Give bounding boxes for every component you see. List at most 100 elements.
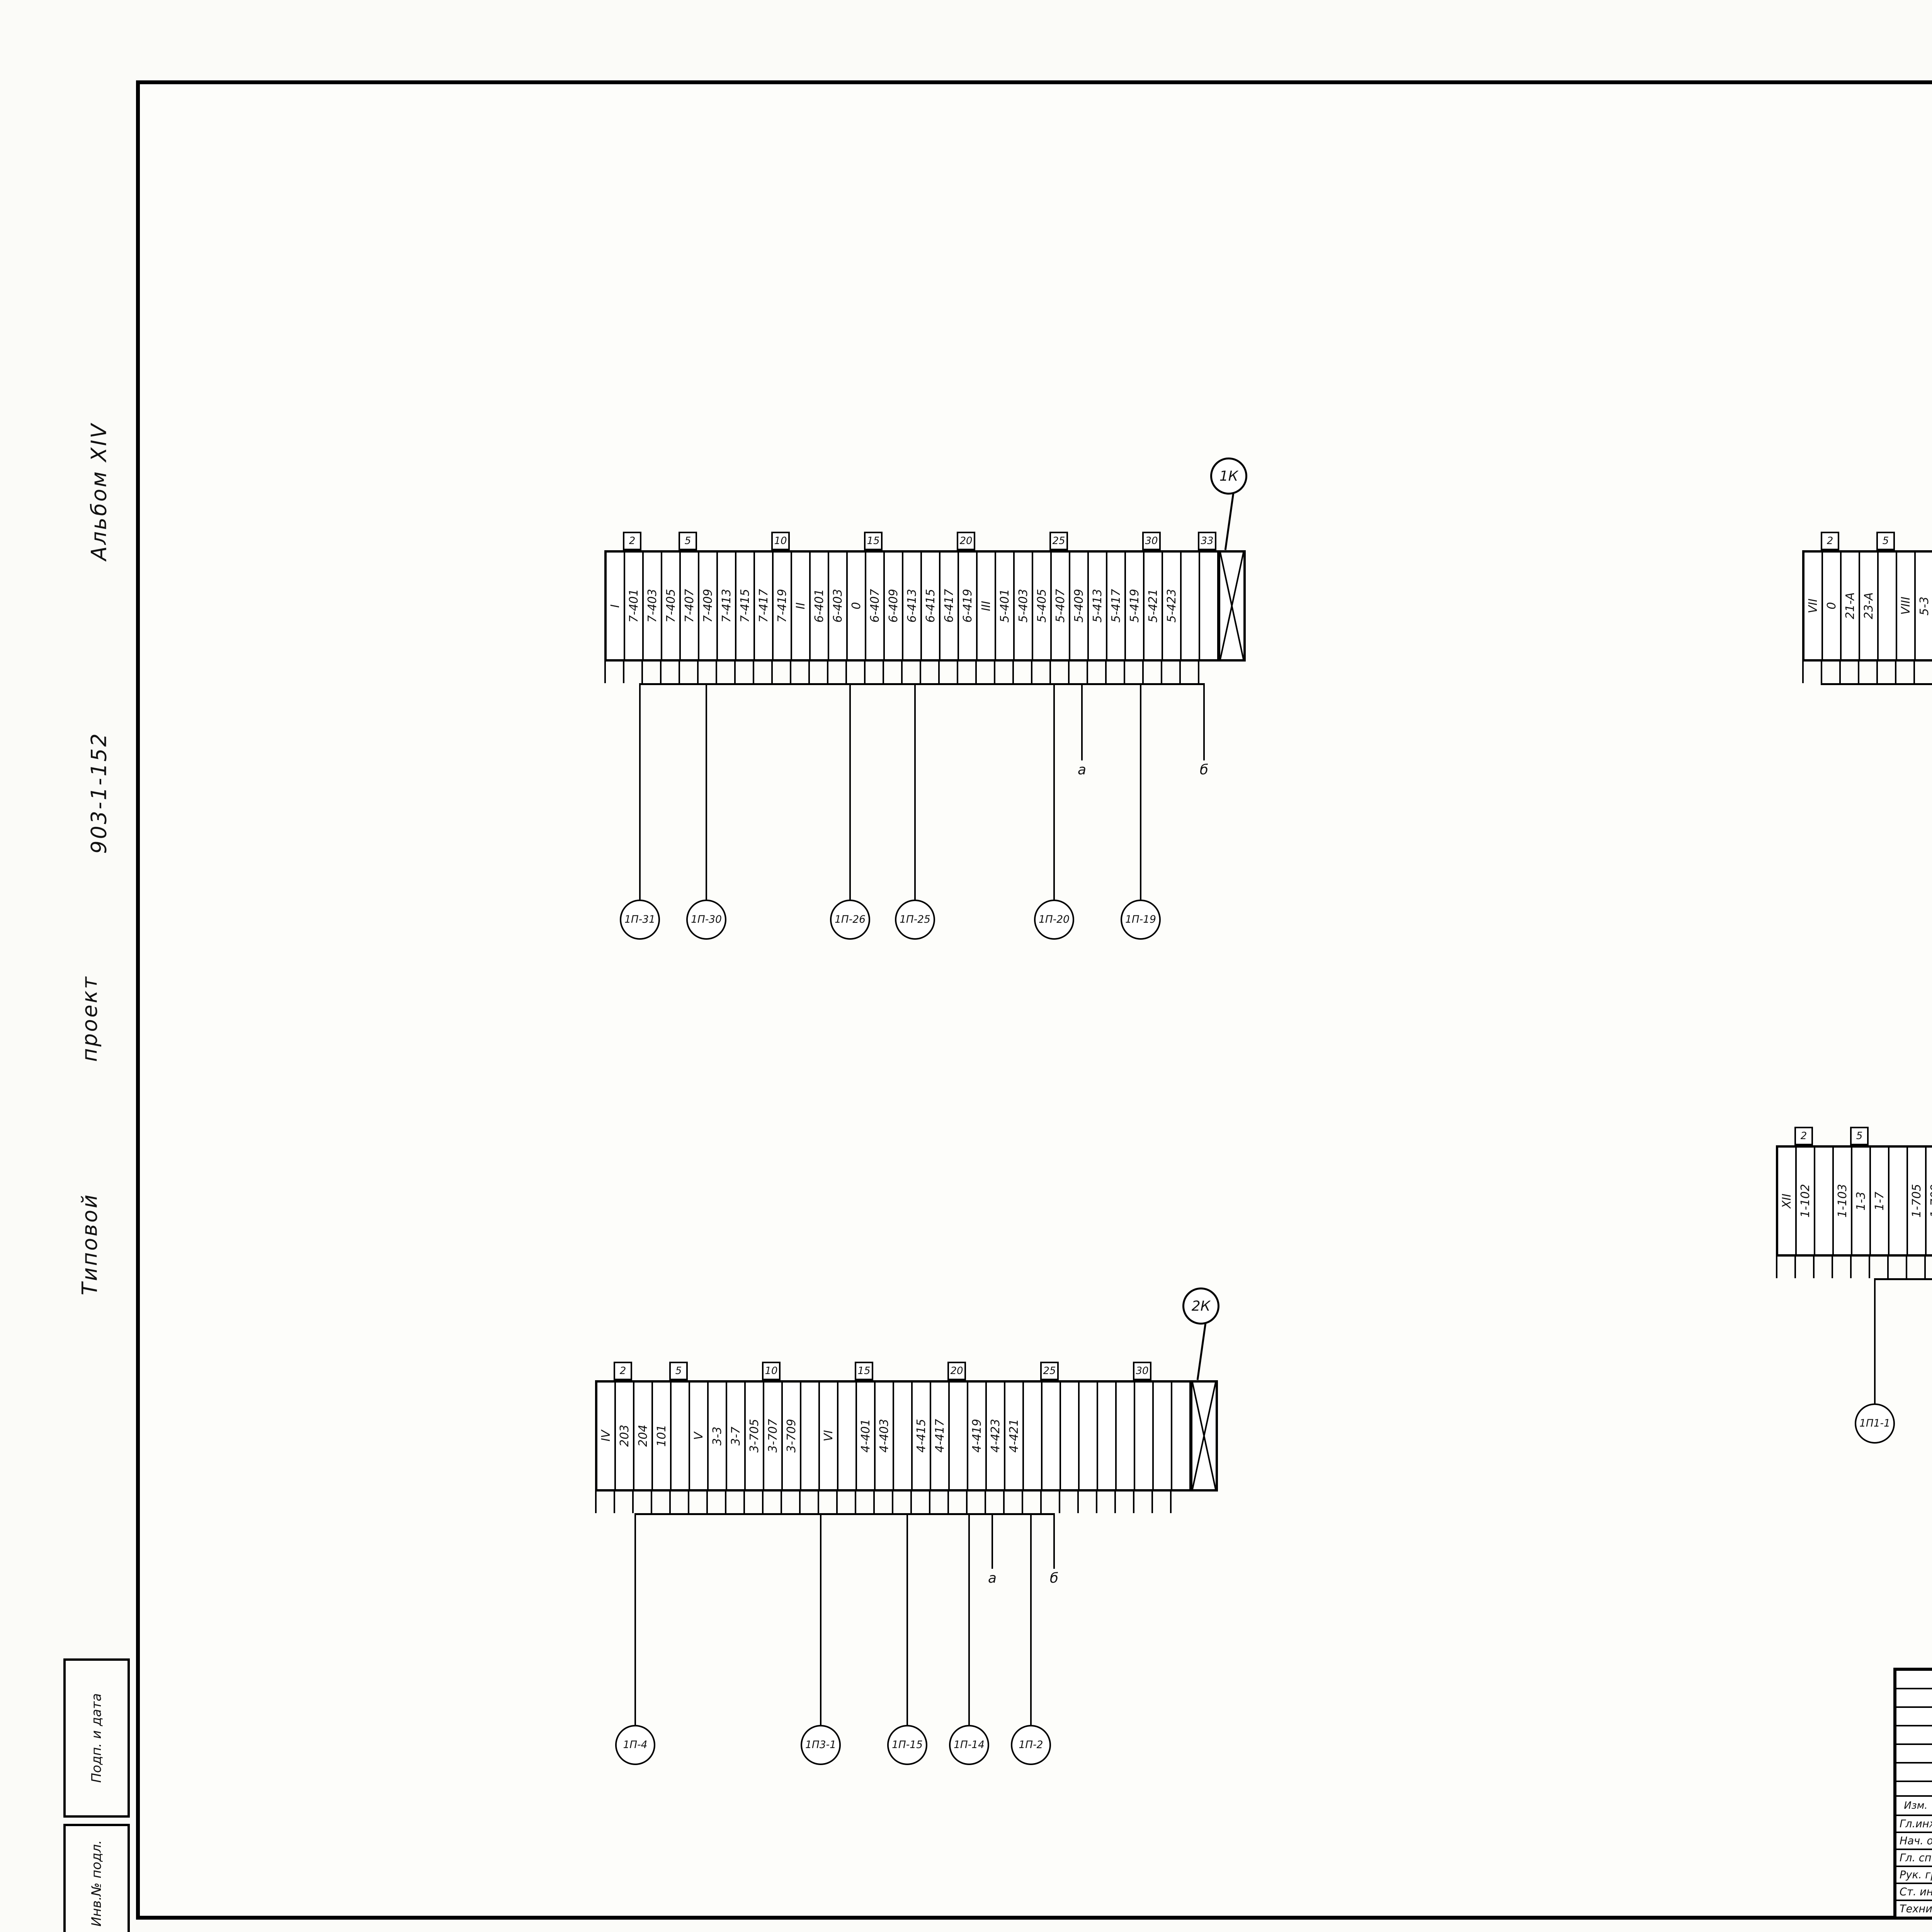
terminal-cell: 204 [634,1383,653,1489]
wire-stubs [595,1492,1189,1513]
terminal-cell [672,1383,690,1489]
terminal-cell: 6-403 [829,553,848,659]
terminal-number [920,532,938,550]
terminal-cell: 0 [1823,553,1842,659]
terminal-number [1924,1127,1932,1145]
terminal-number: 25 [1040,1362,1059,1380]
cable-drop: 1П3-1 [799,1513,842,1765]
terminal-cell [894,1383,913,1489]
terminal-number [595,1362,614,1380]
inv-podl-label: Инв.№ подл. [89,1840,105,1927]
terminal-cell: 3-709 [783,1383,801,1489]
terminal-number [604,532,623,550]
title-block: Изм.ЛистN докум.ПодписьДата Гл.инж.пр. Д… [1893,1668,1932,1920]
terminal-cell: 5-413 [1089,553,1107,659]
terminal-number [1839,532,1858,550]
terminal-number [734,532,753,550]
role-label: Ст. инж. [1896,1884,1932,1900]
terminal-number [753,532,771,550]
wire-line [849,683,851,900]
terminal-number [1114,1362,1133,1380]
terminal-cell: 4-423 [987,1383,1005,1489]
terminal-cell: 101 [653,1383,672,1489]
terminal-strip: XII1-1021-1031-31-71-7051-709XIII2-32-72… [1776,1145,1932,1257]
terminal-cell: 1-709 [1927,1148,1932,1254]
stub-label: б [1049,1570,1059,1586]
terminal-cell [1024,1383,1043,1489]
terminal-number: 30 [1133,1362,1151,1380]
terminal-cell: XII [1778,1148,1797,1254]
cable-drop: 1П-25 [893,683,937,940]
stub-line [1081,683,1083,760]
strip-end-circle: 2К [1182,1287,1219,1325]
terminal-strip: VII021-А23-АVIII5-35-75-7055-709IX6-36-7… [1802,550,1932,662]
cable-drop: 1П-14 [947,1513,991,1765]
stub-wire: а [977,1513,1008,1586]
terminal-number [1059,1362,1077,1380]
terminal-cell: V [690,1383,709,1489]
terminal-number [883,532,901,550]
cable-circle: 1П-31 [620,900,660,940]
terminal-number [1869,1127,1887,1145]
terminal-cell [1172,1383,1191,1489]
cable-circle: 1П-4 [615,1725,655,1765]
wire-stubs [604,662,1216,683]
terminal-cell: 4-401 [857,1383,876,1489]
terminal-cell: 6-401 [811,553,829,659]
terminal-cell: 7-413 [718,553,736,659]
terminal-cell: 7-407 [681,553,699,659]
terminal-number [994,532,1012,550]
terminal-cell: 21-А [1842,553,1860,659]
cable-drop: 1П-2 [1009,1513,1053,1765]
terminal-cell [1117,1383,1135,1489]
stub-line [1203,683,1205,760]
stub-label: а [988,1570,997,1586]
terminal-cell [1200,553,1219,659]
terminal-cell [1815,1148,1834,1254]
terminal-cell [838,1383,857,1489]
stub-label: а [1077,762,1087,778]
wire-stubs [1776,1257,1932,1278]
terminal-cell: 7-405 [662,553,681,659]
margin-project-number: 903-1-152 [87,732,111,854]
terminal-cell: 7-415 [736,553,755,659]
terminal-number: 2 [623,532,641,550]
wire-line [705,683,707,900]
wiring-area: 1П1-1 1П2-1 1П4-1 3 [1776,1257,1932,1550]
terminal-cell: 5-423 [1163,553,1182,659]
terminal-number [873,1362,892,1380]
wire-line [1053,683,1055,900]
cable-circle: 1П-30 [686,900,726,940]
signature-row: Нач. отд. Фильберштейн [1896,1833,1932,1850]
terminal-cell: 6-415 [922,553,940,659]
terminal-cell: 203 [616,1383,634,1489]
role-label: Гл.инж.пр. [1896,1816,1932,1832]
terminal-cell: 6-419 [959,553,978,659]
terminal-number [836,1362,855,1380]
terminal-cell: 5-3 [1916,553,1932,659]
cable-drop: 1П-26 [828,683,872,940]
terminal-number [790,532,808,550]
margin-box-inv-podl: Инв.№ подл. [63,1824,130,1932]
terminal-cell: 5-407 [1052,553,1070,659]
terminal-number [697,532,716,550]
terminal-cell [1879,553,1897,659]
terminal-number: 15 [864,532,883,550]
terminal-number [641,532,660,550]
stub-line [1053,1513,1055,1569]
role-label: Рук. груп. [1896,1867,1932,1883]
wire-bus [635,1513,1054,1515]
terminal-number: 2 [1794,1127,1813,1145]
drawing-frame [136,80,1932,1920]
terminal-number [985,1362,1003,1380]
terminal-number [1776,1127,1794,1145]
terminal-number [1858,532,1876,550]
wire-line [1139,683,1142,900]
terminal-cell: 1-103 [1834,1148,1852,1254]
cable-circle: 1П-20 [1034,900,1074,940]
wire-stubs [1802,662,1932,683]
wire-line [1030,1513,1032,1725]
terminal-number [818,1362,836,1380]
